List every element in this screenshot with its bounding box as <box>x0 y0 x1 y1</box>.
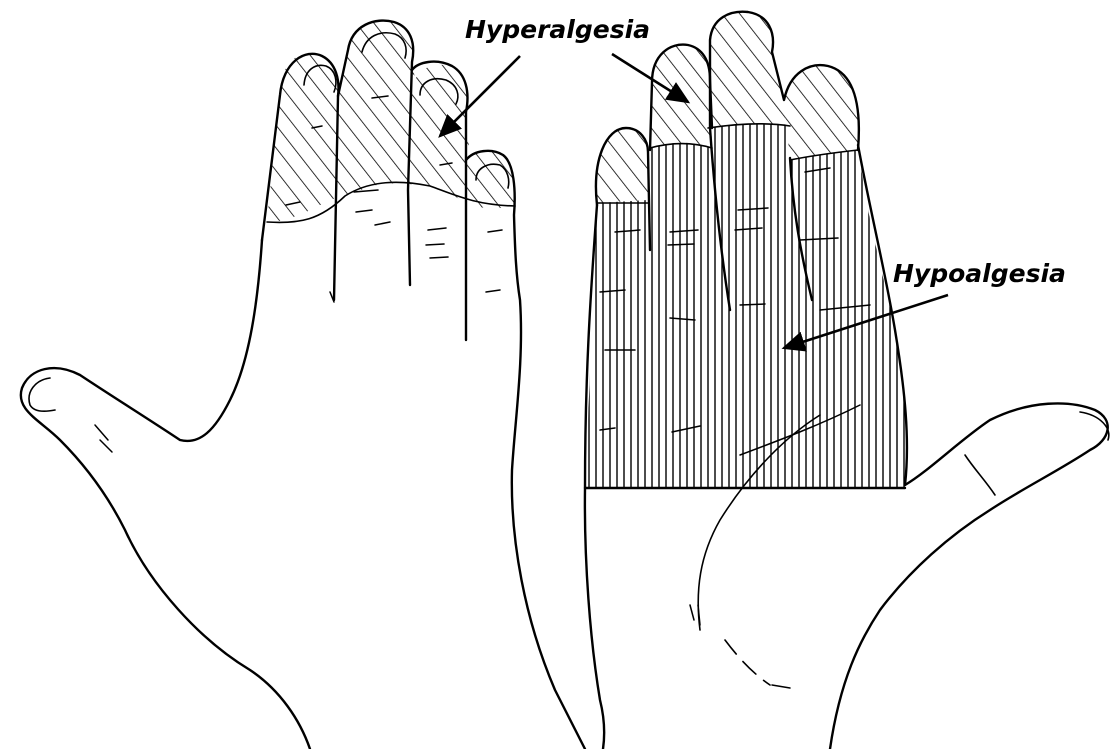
hypoalgesia-label: Hypoalgesia <box>893 259 1066 288</box>
right-thumb-crease <box>965 455 995 495</box>
left-hand-little-finger <box>466 151 585 749</box>
left-hand-hyperalgesia-region <box>267 21 515 222</box>
left-thumb-nail <box>29 378 55 411</box>
left-hand <box>21 21 585 749</box>
hyperalgesia-label: Hyperalgesia <box>465 15 650 44</box>
right-palm-crease-tick2 <box>698 605 700 625</box>
right-palm-crease-tick1 <box>690 605 694 620</box>
right-palm-crease-short <box>772 685 790 688</box>
left-thumb-crease-1 <box>95 425 108 440</box>
right-palm-crease-dash <box>725 640 770 685</box>
left-hand-palm <box>21 240 310 749</box>
left-thumb-crease-2 <box>100 440 112 452</box>
right-hand <box>580 12 1109 749</box>
